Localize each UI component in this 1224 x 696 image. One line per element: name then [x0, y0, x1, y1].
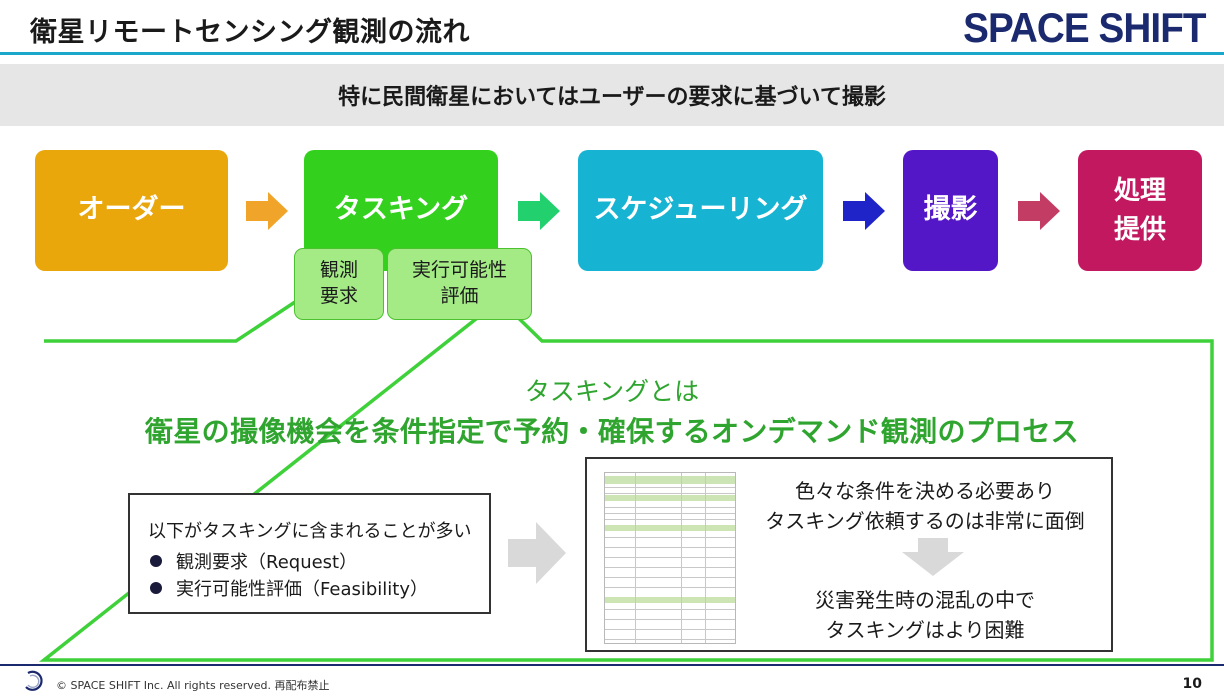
note-complex-conditions: 色々な条件を決める必要あり タスキング依頼するのは非常に面倒	[765, 479, 1085, 533]
grey-right-arrow-icon	[508, 522, 566, 584]
step-processing-delivery: 処理 提供	[1078, 150, 1202, 271]
flow-arrow-4-icon	[1018, 192, 1060, 230]
summary-banner: 特に民間衛星においてはユーザーの要求に基づいて撮影	[0, 64, 1224, 126]
definition-subtitle: タスキングとは	[524, 377, 700, 406]
company-logo: SPACE SHIFT	[963, 4, 1206, 51]
flow-arrow-3-icon	[843, 192, 885, 230]
note-disaster-difficulty: 災害発生時の混乱の中で タスキングはより困難	[815, 588, 1035, 642]
header-divider	[0, 52, 1224, 55]
company-mark-icon	[25, 670, 43, 691]
copyright-notice: © SPACE SHIFT Inc. All rights reserved. …	[56, 679, 330, 692]
list-item-label: 観測要求（Request）	[176, 551, 358, 573]
tasking-contents-box: 以下がタスキングに含まれることが多い 観測要求（Request） 実行可能性評価…	[128, 493, 491, 614]
step-order: オーダー	[35, 150, 228, 271]
substep-feasibility-evaluation: 実行可能性 評価	[387, 248, 532, 320]
bullet-icon	[150, 581, 162, 594]
step-scheduling: スケジューリング	[578, 150, 823, 271]
flow-arrow-2-icon	[518, 192, 560, 230]
page-number: 10	[1182, 676, 1202, 692]
list-item-label: 実行可能性評価（Feasibility）	[176, 578, 428, 600]
bullet-icon	[150, 554, 162, 567]
grey-down-arrow-icon	[902, 538, 964, 576]
substep-observation-request: 観測 要求	[294, 248, 384, 320]
tasking-form-thumbnail	[604, 472, 736, 644]
page-title: 衛星リモートセンシング観測の流れ	[30, 17, 470, 48]
step-imaging: 撮影	[903, 150, 998, 271]
flow-arrow-1-icon	[246, 192, 288, 230]
footer-divider	[0, 664, 1224, 666]
list-item: 観測要求（Request）	[148, 547, 489, 574]
list-item: 実行可能性評価（Feasibility）	[148, 574, 489, 601]
list-intro: 以下がタスキングに含まれることが多い	[148, 521, 472, 542]
definition-text: 衛星の撮像機会を条件指定で予約・確保するオンデマンド観測のプロセス	[145, 415, 1079, 448]
